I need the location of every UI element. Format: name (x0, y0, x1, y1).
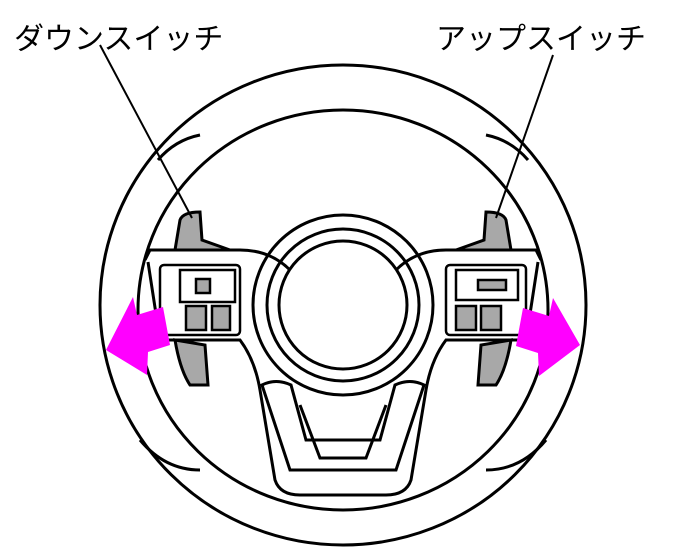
wheel-spoke (143, 248, 543, 272)
left-button (210, 304, 232, 332)
right-button (479, 304, 503, 332)
up-switch-paddle-lower (476, 338, 513, 387)
hub-inner (277, 239, 409, 371)
left-button (184, 304, 208, 332)
wheel-lower-spoke (298, 404, 388, 460)
rim-grip-line (138, 439, 201, 472)
hub-outer (251, 213, 435, 397)
rim-grip-line (485, 439, 548, 472)
wheel-spoke (146, 261, 540, 497)
rim-grip-line (156, 133, 201, 161)
rim-grip-line (485, 133, 530, 161)
right-switch-bar (476, 278, 508, 292)
down-switch-paddle-upper (173, 210, 231, 252)
down-switch-label: ダウンスイッチ (14, 22, 224, 57)
wheel-rim-outer (98, 63, 588, 547)
down-switch-paddle-lower (173, 338, 210, 387)
down-switch-leader (99, 44, 193, 219)
right-button (454, 304, 478, 332)
up-switch-leader (495, 54, 554, 219)
wheel-lower-spoke (260, 380, 426, 472)
wheel-rim-inner (136, 108, 550, 512)
up-switch-paddle-upper (455, 210, 513, 252)
left-dpad-center (194, 277, 212, 295)
up-direction-arrow (516, 298, 580, 376)
hub-middle (265, 227, 421, 383)
up-switch-label: アップスイッチ (436, 22, 646, 57)
down-direction-arrow (106, 297, 170, 375)
